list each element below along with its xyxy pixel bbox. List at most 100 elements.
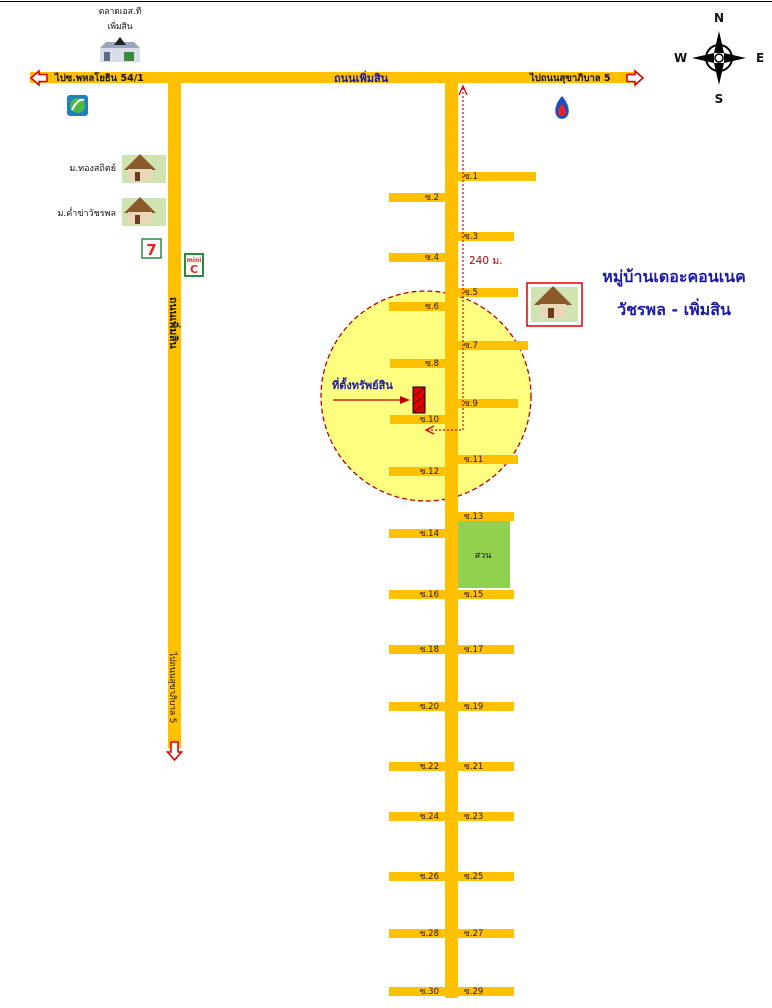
soi-label-right-2: ซ.5 xyxy=(464,288,478,298)
compass-north: N xyxy=(714,11,724,25)
village-1-label: ม.ทองสถิตย์ xyxy=(69,162,116,174)
gas-station-flame-icon xyxy=(555,96,569,119)
soi-label-left-5: ซ.12 xyxy=(420,467,439,477)
soi-road-right-8 xyxy=(458,645,514,654)
soi-road-left-11 xyxy=(389,812,445,821)
left-road xyxy=(168,83,181,748)
compass-south: S xyxy=(715,92,724,106)
soi-road-left-8 xyxy=(389,645,445,654)
soi-label-left-8: ซ.18 xyxy=(420,645,439,655)
soi-label-right-0: ซ.1 xyxy=(464,172,478,182)
soi-road-right-11 xyxy=(458,812,514,821)
distance-label: 240 ม. xyxy=(469,255,503,267)
soi-label-left-4: ซ.10 xyxy=(420,415,439,425)
soi-label-right-6: ซ.13 xyxy=(464,512,483,522)
compass-west: W xyxy=(674,51,687,65)
distance-path xyxy=(428,88,464,431)
svg-text:7: 7 xyxy=(146,241,156,259)
soi-label-right-12: ซ.25 xyxy=(464,872,483,882)
soi-label-right-9: ซ.19 xyxy=(464,702,483,712)
left-road-bottom-label: ไปถนนสุขาภิบาล 5 xyxy=(167,651,178,723)
top-road-name: ถนนเพิ่มสิน xyxy=(334,70,389,85)
soi-road-right-13 xyxy=(458,929,514,938)
compass-east: E xyxy=(756,51,764,65)
side-streets: ซ.1 ซ.3 ซ.5 ซ.7 ซ.9 ซ.11 ซ.13 ซ.15 ซ.17 ซ.19 ซ.21 ซ… xyxy=(389,172,536,997)
soi-road-right-9 xyxy=(458,702,514,711)
soi-label-right-7: ซ.15 xyxy=(464,590,483,600)
soi-label-left-12: ซ.26 xyxy=(420,872,439,882)
soi-road-left-7 xyxy=(389,590,445,599)
compass-icon xyxy=(692,31,746,85)
left-road-name: ถนนเพิ่มสิน xyxy=(167,297,182,350)
soi-road-right-6 xyxy=(458,512,514,521)
down-arrow-icon xyxy=(165,741,184,762)
soi-label-left-7: ซ.16 xyxy=(420,590,439,600)
soi-road-right-7 xyxy=(458,590,514,599)
property-arrow-icon xyxy=(400,396,410,404)
property-label: ที่ตั้งทรัพย์สิน xyxy=(332,377,393,392)
soi-road-left-14 xyxy=(389,987,445,996)
soi-label-left-1: ซ.4 xyxy=(425,253,439,263)
market-icon xyxy=(100,37,140,62)
soi-road-right-14 xyxy=(458,987,514,996)
soi-road-right-5 xyxy=(458,455,518,464)
soi-label-left-0: ซ.2 xyxy=(425,193,439,203)
svg-text:C: C xyxy=(190,263,198,276)
soi-road-left-4 xyxy=(390,415,445,424)
soi-road-left-10 xyxy=(389,762,445,771)
left-destination-label: ไปซ.พหลโยธิน 54/1 xyxy=(54,72,144,84)
soi-label-right-14: ซ.29 xyxy=(464,987,483,997)
soi-road-left-3 xyxy=(390,359,445,368)
soi-label-right-10: ซ.21 xyxy=(464,762,483,772)
soi-road-right-3 xyxy=(458,341,528,350)
soi-road-left-13 xyxy=(389,929,445,938)
right-arrow-icon xyxy=(626,69,645,87)
park-label: สวน xyxy=(475,551,492,561)
soi-road-right-4 xyxy=(458,399,518,408)
main-soi-road xyxy=(445,83,458,998)
village-2-label: ม.ค่ำข่าวัชรพล xyxy=(57,206,116,219)
soi-road-left-5 xyxy=(389,467,445,476)
project-logo xyxy=(526,282,583,327)
soi-road-right-12 xyxy=(458,872,514,881)
soi-label-left-13: ซ.28 xyxy=(420,929,439,939)
village-house-icon xyxy=(122,154,166,183)
soi-label-right-3: ซ.7 xyxy=(464,341,478,351)
soi-road-right-1 xyxy=(458,232,514,241)
top-road xyxy=(30,72,638,83)
soi-label-right-1: ซ.3 xyxy=(464,232,478,242)
soi-label-right-8: ซ.17 xyxy=(464,645,483,655)
seven-eleven-icon: 7 xyxy=(141,238,162,259)
soi-label-left-2: ซ.6 xyxy=(425,302,439,312)
soi-road-left-12 xyxy=(389,872,445,881)
gas-station-green-icon xyxy=(67,95,88,116)
soi-label-right-5: ซ.11 xyxy=(464,455,483,465)
project-name-line2: วัชรพล - เพิ่มสิน xyxy=(617,298,731,319)
village-house-icon xyxy=(122,197,166,226)
svg-text:mini: mini xyxy=(187,257,202,264)
distance-arrow-left-icon xyxy=(424,425,435,435)
soi-label-right-4: ซ.9 xyxy=(464,399,478,409)
soi-road-left-2 xyxy=(389,302,445,311)
mini-big-c-icon: mini C xyxy=(184,253,204,277)
soi-road-right-10 xyxy=(458,762,514,771)
soi-label-left-9: ซ.20 xyxy=(420,702,439,712)
soi-label-right-13: ซ.27 xyxy=(464,929,483,939)
soi-road-left-6 xyxy=(389,529,445,538)
park-area xyxy=(457,521,510,588)
soi-label-left-10: ซ.22 xyxy=(420,762,439,772)
left-arrow-icon xyxy=(29,69,48,87)
soi-road-left-0 xyxy=(389,193,445,202)
soi-road-left-9 xyxy=(389,702,445,711)
soi-road-left-1 xyxy=(389,253,445,262)
distance-arrow-up-icon xyxy=(458,84,468,96)
right-destination-label: ไปถนนสุขาภิบาล 5 xyxy=(529,72,611,84)
market-label-line1: ตลาดเอส.ที xyxy=(99,6,142,17)
soi-road-right-2 xyxy=(458,288,518,297)
soi-label-left-11: ซ.24 xyxy=(420,812,439,822)
soi-label-left-6: ซ.14 xyxy=(420,529,439,539)
soi-label-left-14: ซ.30 xyxy=(420,987,439,997)
project-name-line1: หมู่บ้านเดอะคอนเนค xyxy=(602,267,746,288)
soi-label-right-11: ซ.23 xyxy=(464,812,483,822)
